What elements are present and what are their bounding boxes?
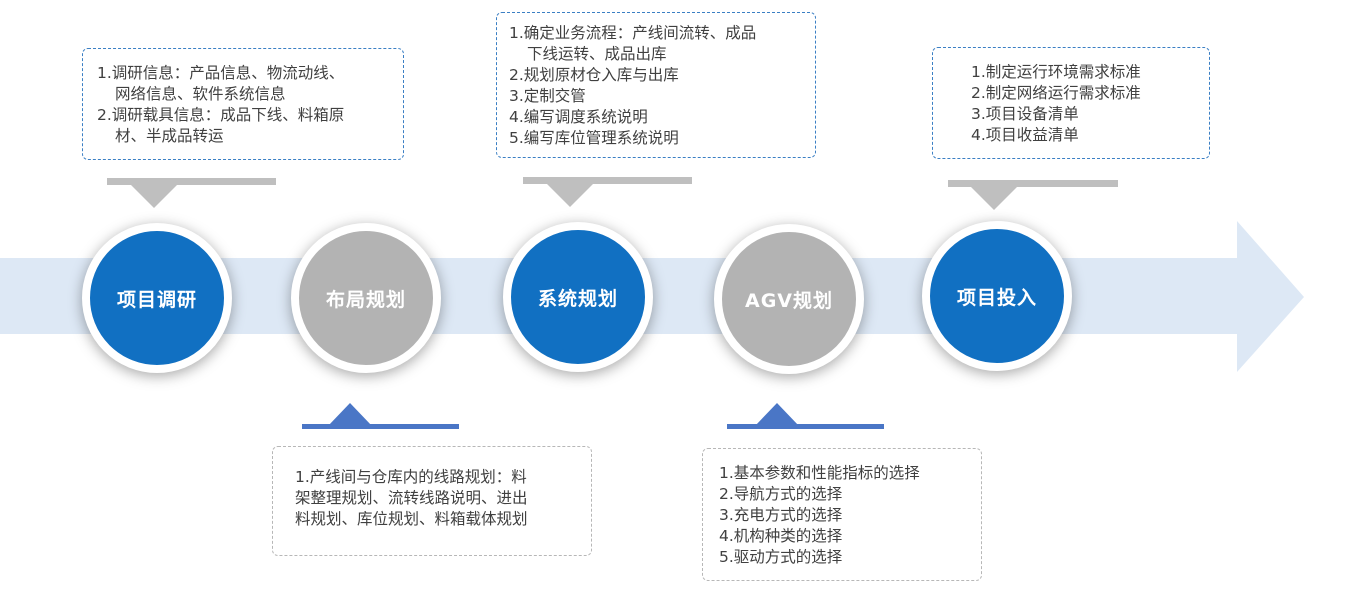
pointer-bar (302, 424, 459, 429)
box-line: 架整理规划、流转线路说明、进出 (295, 489, 528, 507)
pointer-triangle (328, 403, 372, 426)
investment-box: 1.制定运行环境需求标准 2.制定网络运行需求标准 3.项目设备清单 4.项目收… (932, 47, 1210, 159)
layout-plan-box: 1.产线间与仓库内的线路规划：料 架整理规划、流转线路说明、进出 料规划、库位规… (272, 446, 592, 556)
stage-project-investment: 项目投入 (922, 221, 1072, 371)
box-line: 网络信息、软件系统信息 (115, 85, 286, 103)
stage-layout-planning: 布局规划 (291, 223, 441, 373)
stage-label: 系统规划 (537, 287, 618, 310)
pointer-bar (727, 424, 884, 429)
stage-label: 布局规划 (325, 288, 406, 311)
pointer-triangle (755, 403, 799, 426)
stage-label: AGV规划 (744, 289, 833, 312)
box-line: 1.制定运行环境需求标准 (971, 63, 1141, 81)
stage-project-research: 项目调研 (82, 223, 232, 373)
box-line: 2.导航方式的选择 (719, 485, 843, 503)
system-plan-box: 1.确定业务流程：产线间流转、成品 下线运转、成品出库 2.规划原材仓入库与出库… (496, 12, 816, 158)
box-line: 1.产线间与仓库内的线路规划：料 (295, 468, 527, 486)
stage-label: 项目投入 (956, 286, 1037, 309)
box-line: 5.编写库位管理系统说明 (509, 129, 679, 147)
pointer-triangle (546, 183, 594, 207)
box-line: 4.机构种类的选择 (719, 527, 843, 545)
box-line: 5.驱动方式的选择 (719, 548, 843, 566)
box-line: 料规划、库位规划、料箱载体规划 (295, 510, 528, 528)
box-line: 下线运转、成品出库 (527, 45, 667, 63)
box-line: 4.编写调度系统说明 (509, 108, 648, 126)
pointer-bar (523, 177, 692, 184)
research-info-box: 1.调研信息：产品信息、物流动线、 网络信息、软件系统信息 2.调研载具信息：成… (82, 48, 404, 160)
stage-system-planning: 系统规划 (503, 222, 653, 372)
pointer-bar (107, 178, 276, 185)
box-line: 材、半成品转运 (115, 127, 224, 145)
agv-plan-box: 1.基本参数和性能指标的选择 2.导航方式的选择 3.充电方式的选择 4.机构种… (702, 448, 982, 581)
pointer-triangle (130, 184, 178, 208)
box-line: 3.充电方式的选择 (719, 506, 843, 524)
box-line: 2.调研载具信息：成品下线、料箱原 (97, 106, 345, 124)
box-line: 2.制定网络运行需求标准 (971, 84, 1141, 102)
box-line: 1.调研信息：产品信息、物流动线、 (97, 64, 345, 82)
box-line: 4.项目收益清单 (971, 126, 1079, 144)
pointer-bar (948, 180, 1118, 187)
pointer-triangle (970, 186, 1018, 210)
box-line: 2.规划原材仓入库与出库 (509, 66, 679, 84)
stage-agv-planning: AGV规划 (714, 224, 864, 374)
box-line: 1.基本参数和性能指标的选择 (719, 464, 920, 482)
box-line: 3.定制交管 (509, 87, 586, 105)
box-line: 1.确定业务流程：产线间流转、成品 (509, 24, 757, 42)
box-line: 3.项目设备清单 (971, 105, 1079, 123)
stage-label: 项目调研 (116, 288, 197, 311)
